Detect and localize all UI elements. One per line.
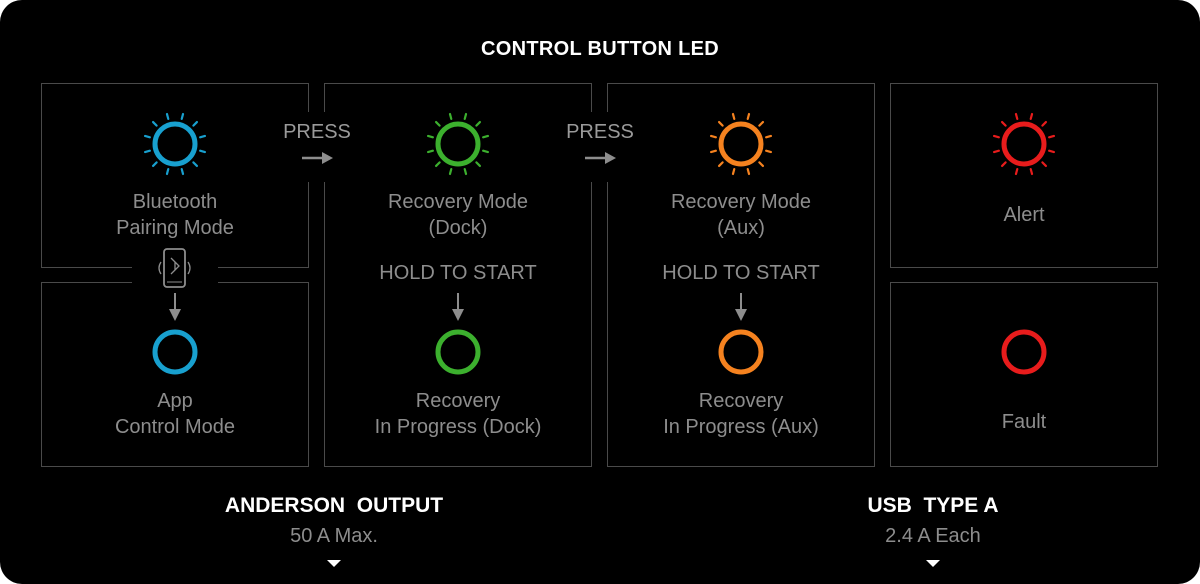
usb-type-a-title: USB TYPE A [867,494,999,517]
recovery-dock-progress-label: Recovery In Progress (Dock) [328,388,588,440]
recovery-aux-line2: (Aux) [717,217,765,239]
app-control-line2: Control Mode [114,416,236,438]
press-gap-1 [300,112,334,182]
recovery-dock-line1: Recovery Mode [387,191,529,213]
recovery-aux-box [607,83,875,467]
recovery-aux-progress-label: Recovery In Progress (Aux) [611,388,871,440]
recovery-aux-progress-line1: Recovery [698,390,784,412]
anderson-output-title: ANDERSON OUTPUT [224,494,444,517]
anderson-output-sub: 50 A Max. [290,525,378,547]
fault-box [890,282,1158,467]
pointer-triangle-icon [327,560,341,567]
hold-to-start-aux: HOLD TO START [662,262,820,284]
recovery-dock-box [324,83,592,467]
hold-to-start-dock: HOLD TO START [379,262,537,284]
recovery-aux-progress-line2: In Progress (Aux) [663,416,819,438]
recovery-dock-label: Recovery Mode (Dock) [328,189,588,241]
bluetooth-pairing-line1: Bluetooth [132,191,218,213]
phone-gap [132,242,218,300]
recovery-dock-progress-line2: In Progress (Dock) [374,416,542,438]
fault-label: Fault [1001,411,1047,433]
panel-title: CONTROL BUTTON LED [481,38,719,60]
recovery-dock-line2: (Dock) [428,217,488,239]
app-control-line1: App [157,390,193,412]
press-gap-2 [583,112,617,182]
press-label-2: PRESS [566,121,634,143]
recovery-aux-line1: Recovery Mode [670,191,812,213]
app-control-label: App Control Mode [45,388,305,440]
recovery-dock-progress-line1: Recovery [415,390,501,412]
press-label-1: PRESS [283,121,351,143]
alert-box [890,83,1158,268]
pointer-triangle-icon [926,560,940,567]
bluetooth-pairing-label: Bluetooth Pairing Mode [45,189,305,241]
bluetooth-pairing-line2: Pairing Mode [116,217,234,239]
usb-type-a-sub: 2.4 A Each [885,525,981,547]
recovery-aux-label: Recovery Mode (Aux) [611,189,871,241]
alert-label: Alert [1003,204,1045,226]
